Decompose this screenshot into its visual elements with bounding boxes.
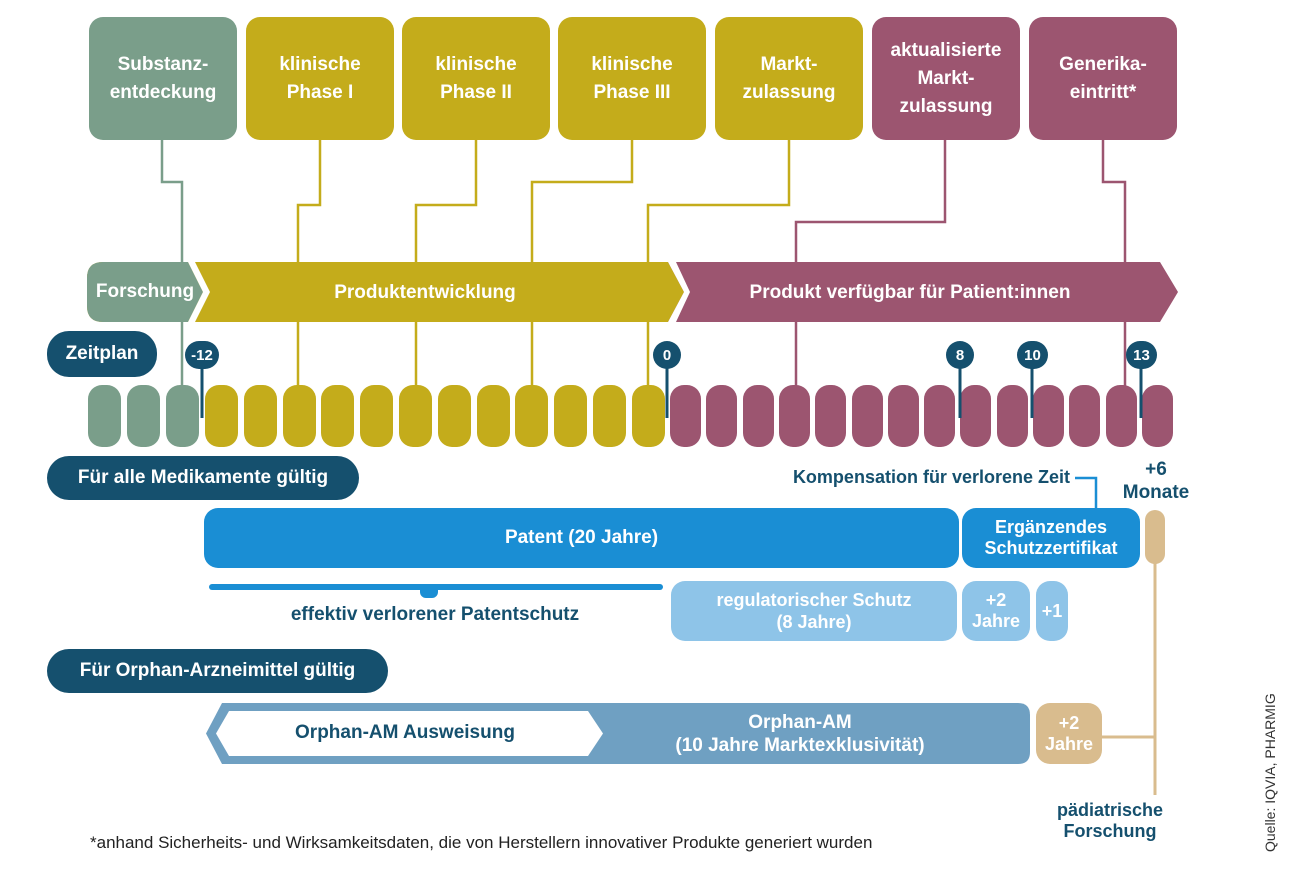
source-credit: Quelle: IQVIA, PHARMIG: [1262, 693, 1278, 852]
orphan-marktexklusivitaet-label: Orphan-AM (10 Jahre Marktexklusivität): [640, 711, 960, 757]
paediatrische-forschung-label: pädiatrische Forschung: [1030, 800, 1190, 842]
orphan-ausweisung-label: Orphan-AM Ausweisung: [240, 722, 570, 744]
footnote: *anhand Sicherheits- und Wirksamkeitsdat…: [90, 833, 872, 853]
orphan-plus2-bar: +2 Jahre: [1036, 703, 1102, 764]
